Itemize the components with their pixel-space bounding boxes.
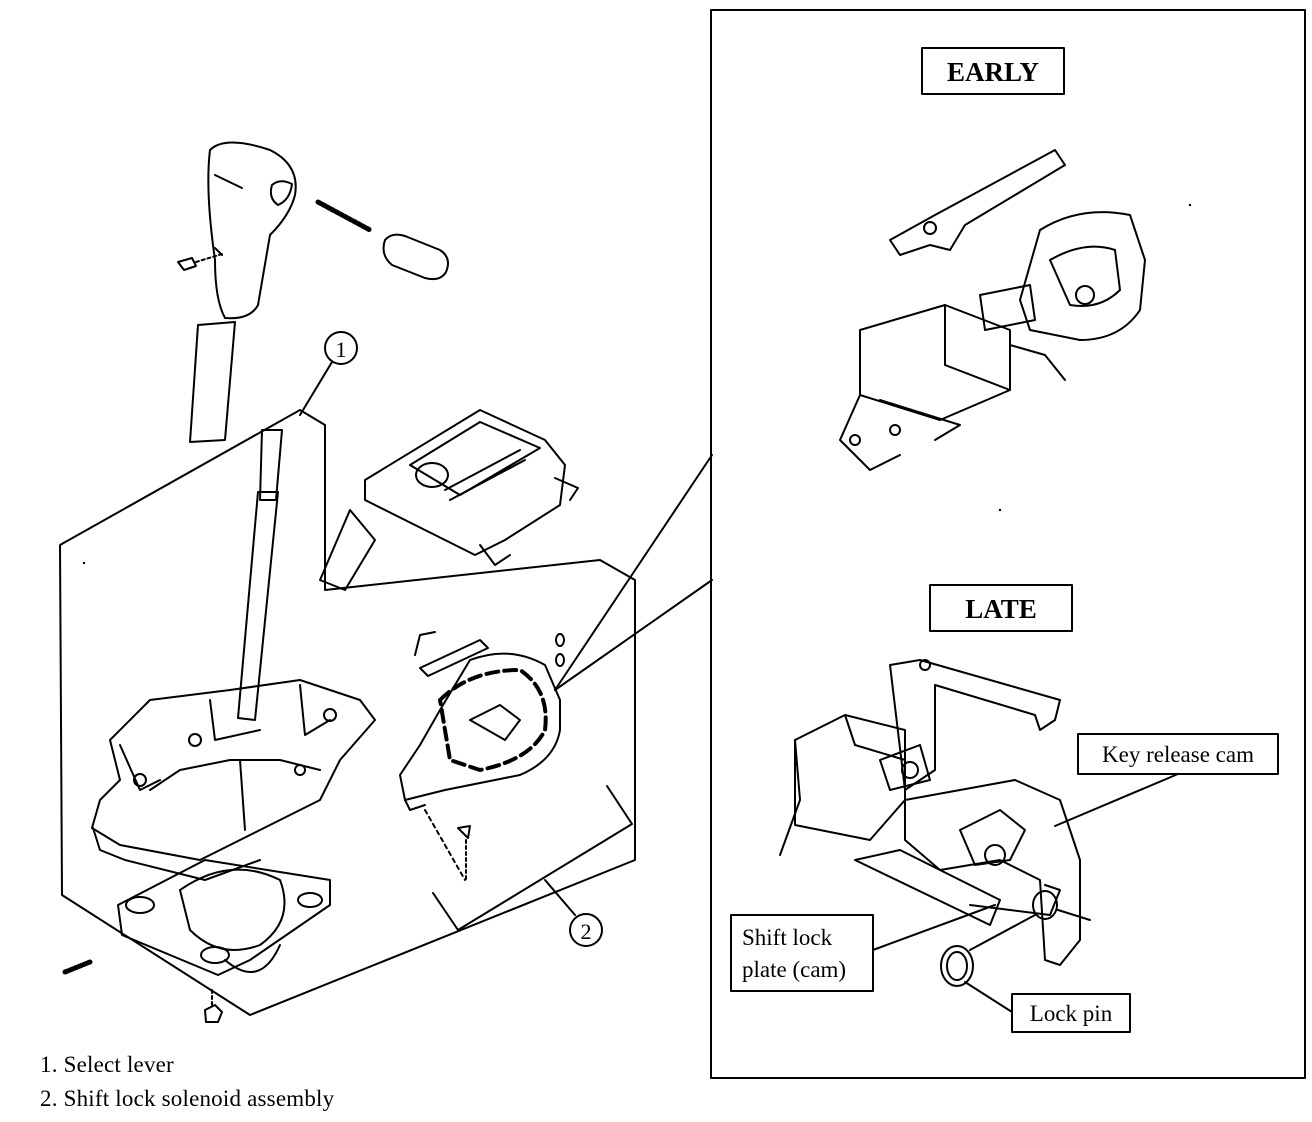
select-lever-assembly (59, 141, 636, 1023)
key-release-cam-callout: Key release cam (1054, 733, 1279, 827)
legend-item-2: 2. Shift lock solenoid assembly (40, 1086, 335, 1111)
callout-2-label: 2 (581, 919, 592, 944)
leader-early (554, 454, 713, 691)
callout-1: 1 (299, 331, 358, 416)
shift-lock-plate-label-line1: Shift lock (742, 925, 833, 950)
shift-lock-solenoid (399, 631, 565, 883)
detail-panel (710, 9, 1306, 1079)
early-mechanism (839, 149, 1146, 471)
leader-late (554, 579, 713, 691)
lock-pin-label: Lock pin (1030, 1001, 1113, 1026)
legend-item-1: 1. Select lever (40, 1052, 174, 1077)
lock-pin-callout: Lock pin (964, 981, 1131, 1033)
callout-2: 2 (432, 785, 633, 947)
late-label-box: LATE (929, 584, 1073, 632)
key-release-cam-label: Key release cam (1102, 742, 1254, 767)
early-label-box: EARLY (921, 47, 1065, 95)
shift-lock-plate-label-line2: plate (cam) (742, 957, 846, 982)
late-mechanism (779, 659, 1091, 987)
shift-lock-plate-callout: Shift lock plate (cam) (730, 904, 996, 992)
indicator-panel (319, 409, 579, 591)
early-label: EARLY (947, 57, 1039, 87)
late-label: LATE (965, 594, 1037, 624)
callout-1-label: 1 (336, 337, 347, 362)
